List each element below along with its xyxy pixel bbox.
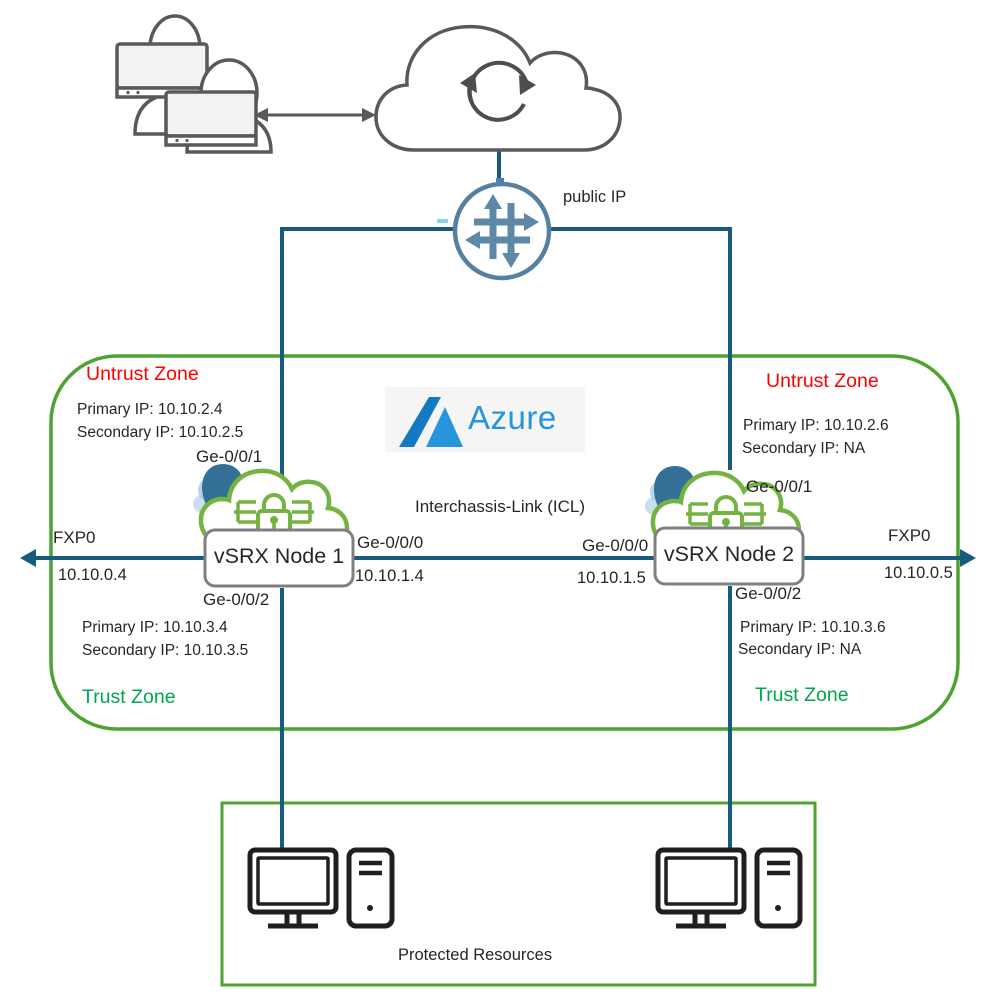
trust-zone-right-title: Trust Zone [755, 684, 849, 706]
desktop-computer-icon-left [250, 850, 392, 926]
node2-fxp0-ip: 10.10.0.5 [884, 564, 953, 582]
node2-ge001-label: Ge-0/0/1 [746, 477, 813, 496]
node2-ge000-label: Ge-0/0/0 [582, 536, 649, 555]
users-cloud-arrow [254, 108, 376, 122]
vsrx-node2-box [653, 526, 805, 586]
azure-logo [385, 387, 585, 452]
sync-arrows-icon [460, 60, 536, 122]
untrust-left-primary-ip: Primary IP: 10.10.2.4 [77, 401, 223, 418]
fxp0-right-arrowhead [960, 549, 976, 567]
node1-ge002-label: Ge-0/0/2 [203, 590, 270, 609]
fxp0-left-arrowhead [20, 549, 36, 567]
node2-ge000-ip: 10.10.1.5 [577, 569, 646, 587]
vsrx-node1-box [203, 528, 355, 588]
untrust-right-primary-ip: Primary IP: 10.10.2.6 [743, 417, 889, 434]
ha-zone-border [49, 354, 960, 731]
node1-fxp0-ip: 10.10.0.4 [58, 566, 127, 584]
node1-ge000-label: Ge-0/0/0 [357, 533, 424, 552]
vsrx-node1-label: vSRX Node 1 [213, 544, 345, 568]
connector-tick [496, 178, 504, 184]
azure-wordmark: Azure [468, 399, 557, 436]
trust-left-primary-ip: Primary IP: 10.10.3.4 [82, 619, 228, 636]
vsrx-node2-label: vSRX Node 2 [663, 542, 795, 566]
trust-right-primary-ip: Primary IP: 10.10.3.6 [740, 619, 886, 636]
azure-a-mark-icon [399, 397, 463, 447]
connector-dash [437, 219, 448, 223]
untrust-right-secondary-ip: Secondary IP: NA [742, 440, 866, 457]
cloud-sync-icon [374, 24, 622, 152]
trust-right-secondary-ip: Secondary IP: NA [738, 641, 862, 658]
users-with-computers-icon [115, 14, 273, 154]
network-links [34, 151, 962, 852]
trust-left-secondary-ip: Secondary IP: 10.10.3.5 [82, 642, 249, 659]
desktop-computer-icon-right [658, 850, 800, 926]
untrust-zone-left-title: Untrust Zone [86, 363, 199, 385]
untrust-zone-right-title: Untrust Zone [766, 370, 879, 392]
untrust-left-secondary-ip: Secondary IP: 10.10.2.5 [77, 424, 244, 441]
protected-resources-label: Protected Resources [398, 946, 553, 964]
node1-ge000-ip: 10.10.1.4 [355, 567, 424, 585]
node1-ge001-label: Ge-0/0/1 [196, 447, 263, 466]
icl-label: Interchassis-Link (ICL) [415, 497, 586, 516]
node2-ge002-label: Ge-0/0/2 [735, 584, 802, 603]
juniper-router-icon [437, 178, 552, 281]
trust-zone-left-title: Trust Zone [82, 686, 176, 708]
node2-fxp0-label: FXP0 [888, 526, 931, 545]
protected-resources-box [220, 801, 817, 987]
public-ip-label: public IP [563, 188, 627, 206]
node1-fxp0-label: FXP0 [53, 528, 96, 547]
